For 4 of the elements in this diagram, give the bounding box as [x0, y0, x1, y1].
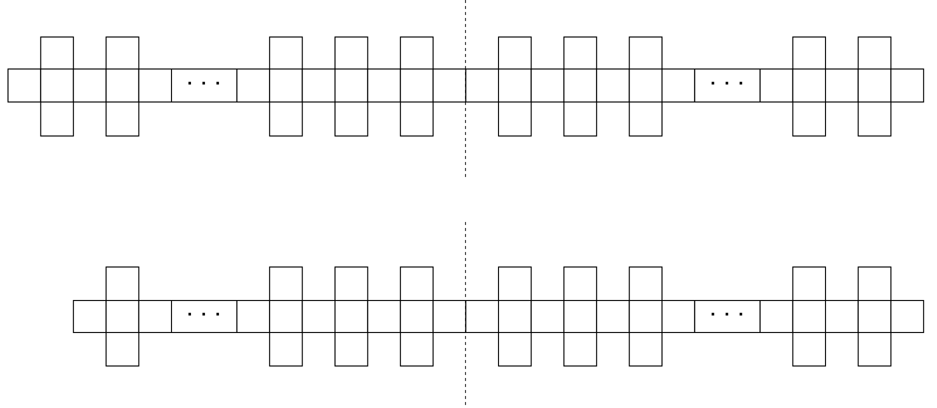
ellipsis-mark: · · · [188, 82, 219, 84]
ellipsis-mark: · · · [712, 312, 742, 316]
ellipsis-mark: · · · [188, 312, 219, 316]
ellipsis-mark: · · · [712, 82, 742, 84]
